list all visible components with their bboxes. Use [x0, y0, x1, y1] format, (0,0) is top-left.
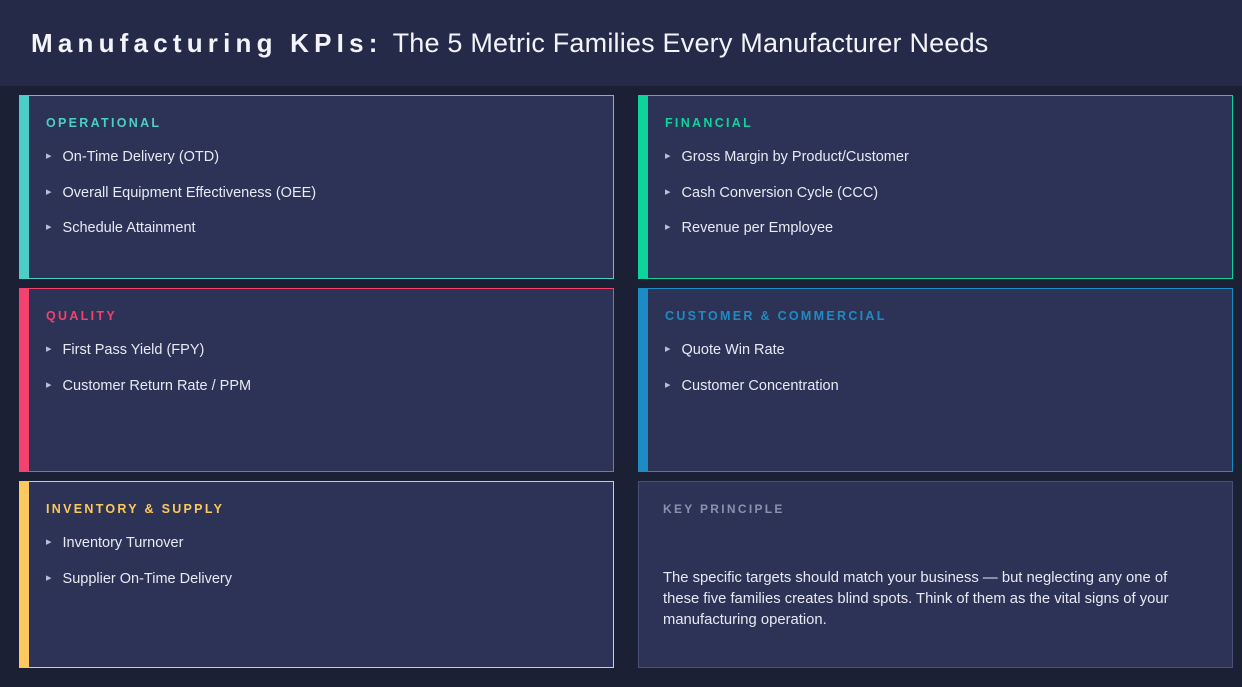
page-title-subtitle: The 5 Metric Families Every Manufacturer…: [392, 27, 989, 58]
list-item[interactable]: ▸ On-Time Delivery (OTD): [45, 149, 591, 166]
metric-label: Quote Win Rate: [681, 342, 785, 358]
metric-list-inventory-supply: ▸ Inventory Turnover ▸ Supplier On-Time …: [45, 535, 591, 587]
card-label-quality: QUALITY: [46, 309, 117, 323]
list-item[interactable]: ▸ Cash Conversion Cycle (CCC): [664, 185, 1210, 202]
metric-label: On-Time Delivery (OTD): [62, 149, 220, 165]
kpi-card-grid: OPERATIONAL ▸ On-Time Delivery (OTD) ▸ O…: [19, 95, 1233, 668]
accent-bar-operational: [19, 96, 29, 278]
bullet-triangle-icon: ▸: [46, 536, 52, 548]
bullet-triangle-icon: ▸: [665, 221, 671, 234]
metric-label: Schedule Attainment: [62, 220, 196, 237]
metric-list-operational: ▸ On-Time Delivery (OTD) ▸ Overall Equip…: [45, 149, 591, 237]
kpi-card-financial[interactable]: FINANCIAL ▸ Gross Margin by Product/Cust…: [638, 95, 1233, 279]
bullet-triangle-icon: ▸: [46, 150, 52, 162]
bullet-triangle-icon: ▸: [665, 343, 671, 355]
metric-label: Customer Concentration: [681, 377, 839, 394]
bullet-triangle-icon: ▸: [46, 221, 52, 234]
list-item[interactable]: ▸ Inventory Turnover: [45, 535, 591, 552]
bullet-triangle-icon: ▸: [46, 185, 52, 198]
list-item[interactable]: ▸ First Pass Yield (FPY): [45, 342, 591, 359]
card-label-financial: FINANCIAL: [665, 116, 754, 130]
metric-label: Revenue per Employee: [681, 220, 834, 237]
page-title-emphasis: Manufacturing KPIs:: [31, 27, 383, 58]
list-item[interactable]: ▸ Supplier On-Time Delivery: [45, 571, 591, 588]
kpi-card-inventory-supply[interactable]: INVENTORY & SUPPLY ▸ Inventory Turnover …: [19, 481, 614, 668]
bullet-triangle-icon: ▸: [665, 185, 671, 198]
accent-bar-inventory-supply: [19, 482, 29, 667]
metric-label: Inventory Turnover: [62, 535, 184, 551]
bullet-triangle-icon: ▸: [46, 571, 52, 584]
metric-label: Supplier On-Time Delivery: [62, 570, 233, 587]
metric-label: Customer Return Rate / PPM: [62, 377, 252, 394]
list-item[interactable]: ▸ Customer Return Rate / PPM: [45, 378, 591, 395]
list-item[interactable]: ▸ Quote Win Rate: [664, 342, 1210, 359]
card-label-customer-commercial: CUSTOMER & COMMERCIAL: [665, 309, 887, 323]
list-item[interactable]: ▸ Overall Equipment Effectiveness (OEE): [45, 185, 591, 202]
metric-list-customer-commercial: ▸ Quote Win Rate ▸ Customer Concentratio…: [664, 342, 1210, 394]
header-bar: Manufacturing KPIs: The 5 Metric Families…: [0, 0, 1242, 86]
accent-bar-financial: [638, 96, 648, 278]
card-label-operational: OPERATIONAL: [46, 116, 162, 130]
list-item[interactable]: ▸ Customer Concentration: [664, 378, 1210, 395]
page-title: Manufacturing KPIs: The 5 Metric Families…: [0, 27, 989, 58]
list-item[interactable]: ▸ Revenue per Employee: [664, 220, 1210, 237]
list-item[interactable]: ▸ Schedule Attainment: [45, 220, 591, 237]
card-label-inventory-supply: INVENTORY & SUPPLY: [46, 502, 225, 516]
metric-label: First Pass Yield (FPY): [62, 342, 205, 358]
accent-bar-customer-commercial: [638, 289, 648, 471]
key-principle-label: KEY PRINCIPLE: [663, 502, 785, 516]
metric-label: Overall Equipment Effectiveness (OEE): [62, 184, 317, 201]
bullet-triangle-icon: ▸: [46, 378, 52, 391]
bullet-triangle-icon: ▸: [46, 343, 52, 355]
key-principle-card: KEY PRINCIPLE The specific targets shoul…: [638, 481, 1233, 668]
accent-bar-quality: [19, 289, 29, 471]
kpi-card-quality[interactable]: QUALITY ▸ First Pass Yield (FPY) ▸ Custo…: [19, 288, 614, 472]
metric-label: Cash Conversion Cycle (CCC): [681, 184, 879, 201]
kpi-card-customer-commercial[interactable]: CUSTOMER & COMMERCIAL ▸ Quote Win Rate ▸…: [638, 288, 1233, 472]
metric-list-financial: ▸ Gross Margin by Product/Customer ▸ Cas…: [664, 149, 1210, 237]
metric-label: Gross Margin by Product/Customer: [681, 149, 909, 165]
bullet-triangle-icon: ▸: [665, 378, 671, 391]
list-item[interactable]: ▸ Gross Margin by Product/Customer: [664, 149, 1210, 166]
bullet-triangle-icon: ▸: [665, 150, 671, 162]
kpi-card-operational[interactable]: OPERATIONAL ▸ On-Time Delivery (OTD) ▸ O…: [19, 95, 614, 279]
metric-list-quality: ▸ First Pass Yield (FPY) ▸ Customer Retu…: [45, 342, 591, 394]
key-principle-body: The specific targets should match your b…: [663, 570, 1169, 628]
